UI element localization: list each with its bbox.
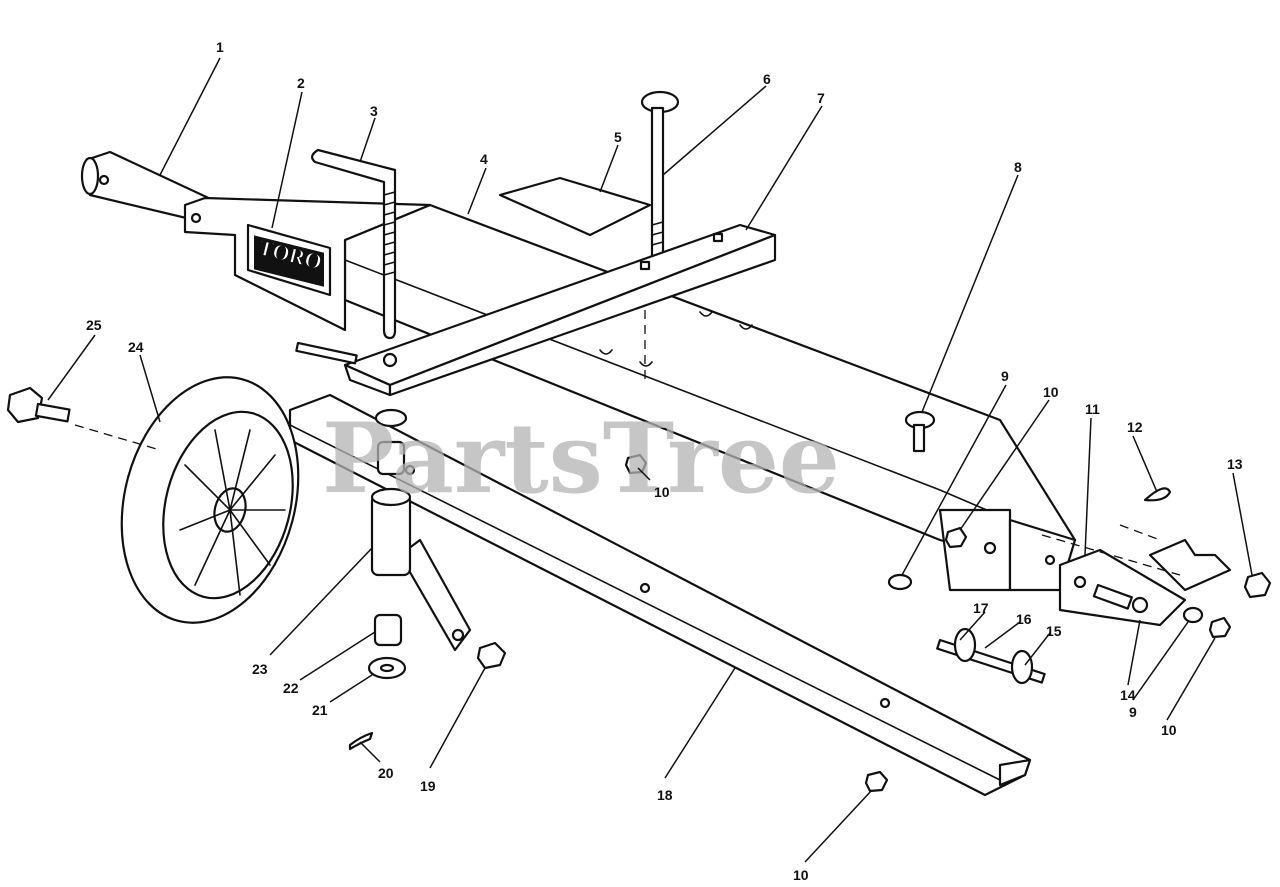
watermark-text: PartsTree [322,402,840,515]
callout-3: 3 [370,103,378,119]
callout-12: 12 [1127,419,1143,435]
callout-10a: 10 [1043,384,1059,400]
callout-14: 14 [1120,687,1136,703]
adjust-bracket-part [1058,538,1232,627]
washer-9-right-part [1182,606,1204,624]
bushing-upper-part [376,440,406,476]
washer-17-part [953,627,977,663]
cotter-pin-20-part [348,731,374,751]
bushing-lower-part [373,613,403,647]
callout-20: 20 [378,765,394,781]
nut-19-part [476,641,507,670]
callout-19: 19 [420,778,436,794]
callout-9: 9 [1001,368,1009,384]
callout-11: 11 [1085,401,1100,417]
callout-4: 4 [480,151,488,167]
callout-5: 5 [614,129,622,145]
wheel-strut-part [398,538,472,652]
nut-10-bottom-part [864,770,889,793]
callout-22: 22 [283,680,299,696]
washer-15-part [1010,649,1034,685]
washer-9-part [887,573,913,591]
carriage-bolt-8-part [904,410,936,453]
callout-16: 16 [1016,611,1032,627]
callout-21: 21 [312,702,328,718]
hitch-pin-part [311,148,397,340]
nut-10-right-part [944,526,968,549]
nut-13-part [1243,571,1272,599]
callout-6: 6 [763,71,771,87]
threaded-rod-part [295,341,358,365]
pin-dashline [1119,524,1161,541]
callout-10d: 10 [793,867,809,883]
callout-2: 2 [297,75,305,91]
callout-labels: 1 2 3 4 5 6 7 8 9 10 10 11 12 13 14 9 10… [86,39,1243,883]
callout-10b: 10 [654,484,670,500]
callout-25: 25 [86,317,102,333]
callout-13: 13 [1227,456,1243,472]
callout-8: 8 [1014,159,1022,175]
callout-15: 15 [1046,623,1062,639]
callout-17: 17 [973,600,989,616]
callout-9b: 9 [1129,704,1137,720]
leader-lines [47,57,1253,863]
callout-7: 7 [817,90,825,106]
callout-23: 23 [252,661,268,677]
callout-1: 1 [216,39,224,55]
hinge-dashline [1041,534,1181,576]
nut-10-far-right-part [1208,616,1232,639]
hitch-bracket-part: TORO [183,196,432,332]
carriage-bolt-part [640,90,680,260]
decal-part [498,176,652,237]
callout-10c: 10 [1161,722,1177,738]
axle-bolt-part [6,386,71,424]
wheel-part [120,376,300,624]
callout-24: 24 [128,339,144,355]
callout-18: 18 [657,787,673,803]
cross-bar-part [343,223,777,397]
hair-pin-12-part [1143,487,1172,502]
